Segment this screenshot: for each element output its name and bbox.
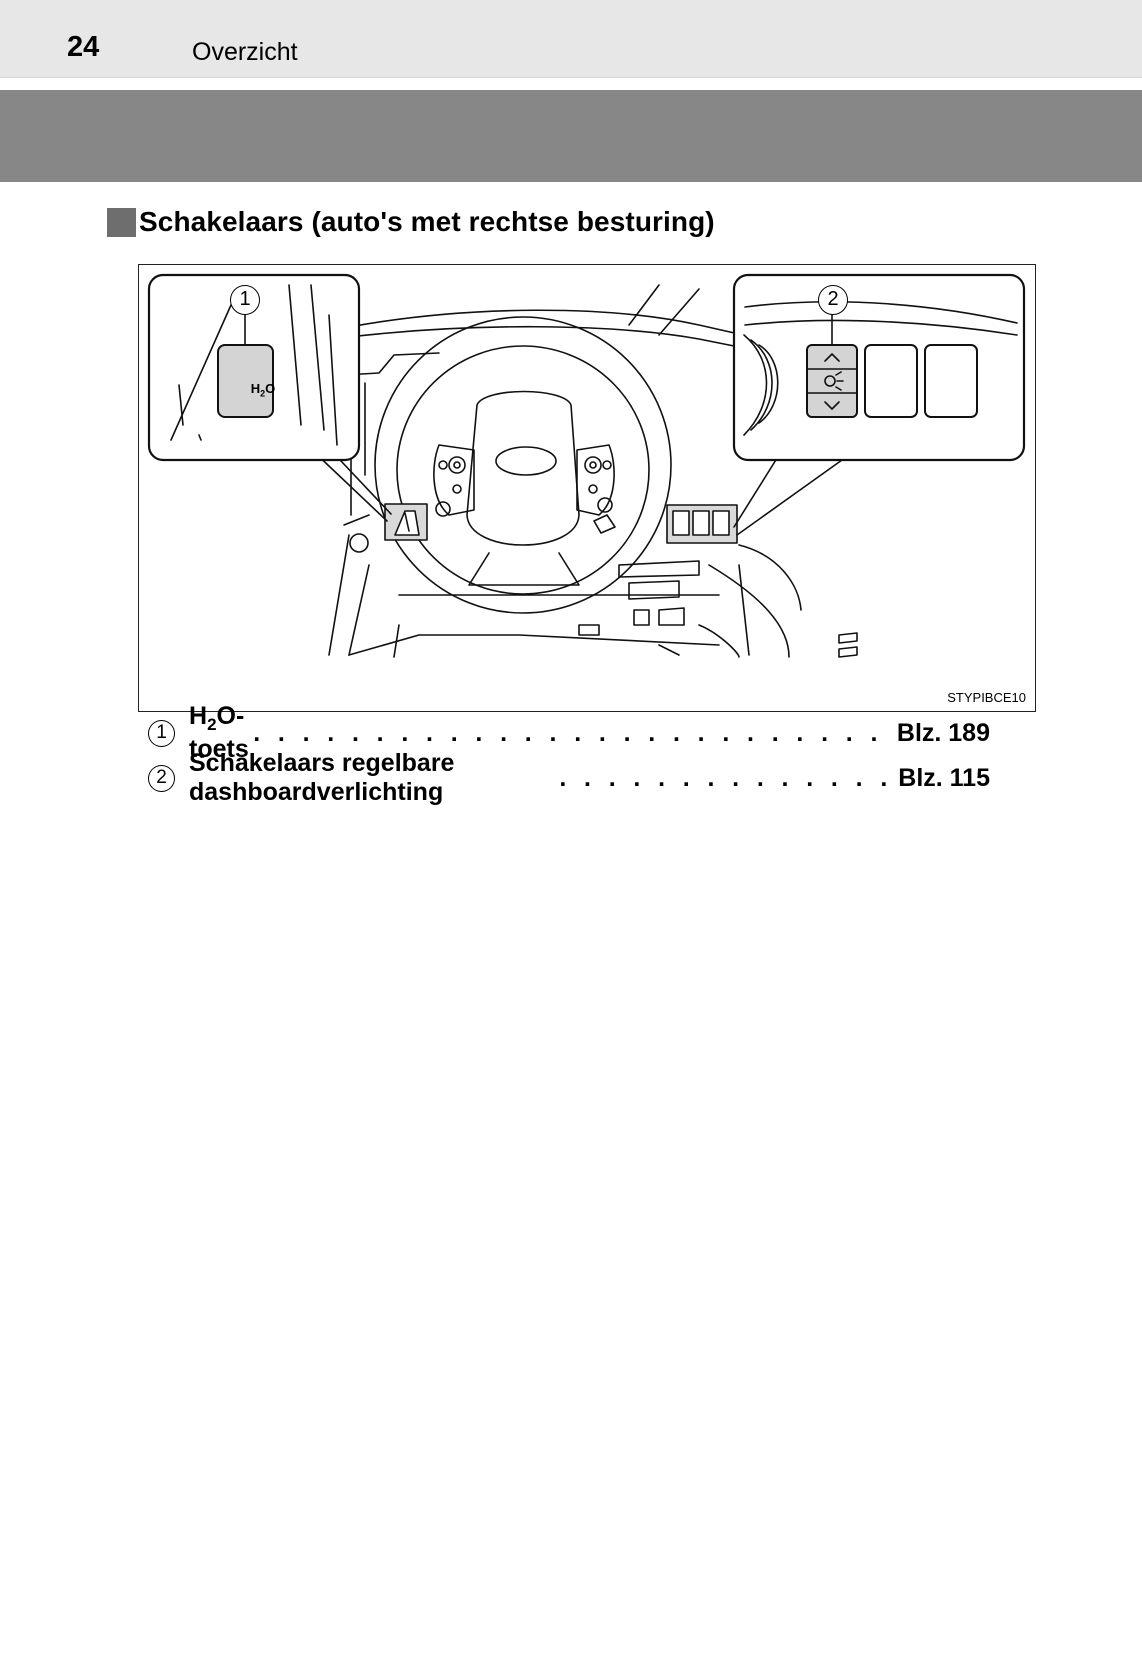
- reference-label: Schakelaars regelbare dashboardverlichti…: [189, 749, 455, 806]
- h2o-button-label: H2O: [250, 381, 276, 399]
- section-heading: Schakelaars (auto's met rechtse besturin…: [107, 204, 715, 240]
- reference-number: 1: [148, 719, 175, 747]
- page-number: 24: [67, 31, 100, 63]
- header-bar: 24 Overzicht: [0, 0, 1142, 78]
- figure-code: STYPIBCE10: [947, 690, 1026, 705]
- reference-leader-dots: . . . . . . . . . . . . . . . . . . . .: [559, 763, 894, 792]
- dashboard-illustration: 1 2 H2O STYPIBCE10: [138, 264, 1036, 712]
- reference-item-dashboard-lighting: 2 Schakelaars regelbare dashboardverlich…: [148, 749, 990, 806]
- callout-number-1: 1: [230, 285, 260, 315]
- section-band: [0, 90, 1142, 182]
- chapter-title: Overzicht: [192, 38, 298, 66]
- reference-item-h2o: 1 H2O-toets . . . . . . . . . . . . . . …: [148, 702, 990, 763]
- reference-page-link[interactable]: Blz. 115: [898, 763, 990, 792]
- reference-number: 2: [148, 764, 175, 792]
- section-marker-icon: [107, 207, 136, 237]
- reference-leader-dots: . . . . . . . . . . . . . . . . . . . . …: [253, 718, 893, 747]
- callout-number-2: 2: [818, 285, 848, 315]
- section-title: Schakelaars (auto's met rechtse besturin…: [139, 206, 715, 237]
- dashboard-drawing: [147, 273, 1026, 658]
- reference-page-link[interactable]: Blz. 189: [896, 718, 990, 747]
- reference-label: H2O-toets: [189, 702, 249, 763]
